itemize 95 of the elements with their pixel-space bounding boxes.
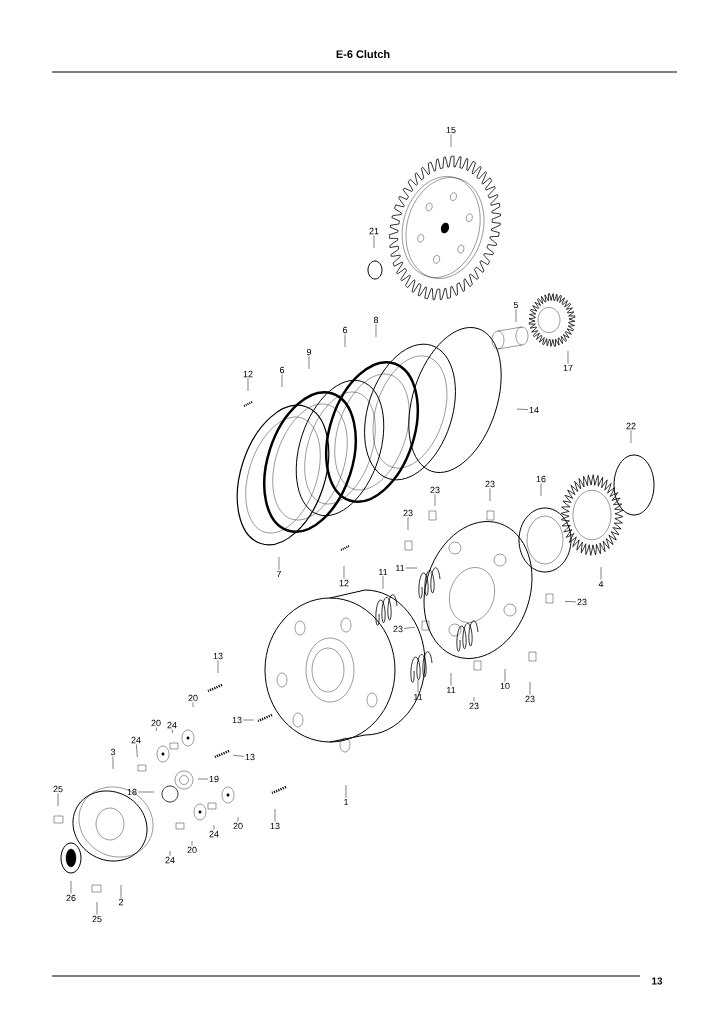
leader-line (450, 134, 452, 148)
leader-line (564, 601, 577, 603)
leader-line (344, 334, 346, 348)
callout-number: 6 (342, 326, 348, 334)
callout-number: 20 (188, 694, 198, 702)
callout-number: 9 (306, 348, 312, 356)
leader-line (172, 729, 173, 734)
leader-line (600, 566, 602, 580)
leader-line (197, 778, 209, 780)
leader-line (308, 356, 310, 370)
leader-line (247, 378, 249, 392)
callout-number: 19 (209, 775, 219, 783)
leader-line (191, 840, 193, 846)
leader-line (136, 744, 138, 758)
callout-number: 18 (127, 788, 137, 796)
callout-number: 24 (209, 830, 219, 838)
page-number: 13 (652, 977, 663, 985)
callout-number: 12 (339, 579, 349, 587)
leader-line (156, 727, 157, 732)
callout-number: 25 (92, 915, 102, 923)
leader-line (450, 672, 452, 686)
callout-number: 7 (276, 570, 282, 578)
callout-number: 23 (577, 598, 587, 606)
leader-line (375, 324, 377, 338)
callout-number: 23 (525, 695, 535, 703)
callout-number: 16 (536, 475, 546, 483)
callout-number: 23 (403, 509, 413, 517)
leader-line (567, 350, 569, 364)
callout-number: 2 (118, 898, 124, 906)
callout-number: 23 (393, 625, 403, 633)
callout-number: 23 (469, 702, 479, 710)
leader-line (403, 627, 416, 629)
leader-line (504, 668, 506, 682)
leader-line (274, 808, 276, 822)
callout-number: 20 (151, 719, 161, 727)
leader-line (169, 850, 171, 856)
leader-line (345, 784, 347, 798)
callout-number: 23 (485, 480, 495, 488)
callout-number: 13 (232, 716, 242, 724)
leader-line (382, 576, 384, 590)
leader-line (232, 755, 245, 757)
leader-line (343, 565, 345, 579)
callout-number: 3 (110, 748, 116, 756)
leader-line (529, 681, 531, 695)
leader-line (70, 880, 72, 894)
callout-number: 20 (233, 822, 243, 830)
leader-line (473, 696, 475, 702)
leader-line (242, 719, 255, 721)
callout-number: 24 (165, 856, 175, 864)
leader-line (57, 793, 59, 807)
callout-number: 14 (529, 406, 539, 414)
leader-line (417, 679, 419, 693)
callout-number: 26 (66, 894, 76, 902)
callout-number: 24 (131, 736, 141, 744)
leader-line (434, 494, 436, 507)
leader-line (407, 517, 409, 531)
callout-number: 17 (563, 364, 573, 372)
callout-number: 24 (167, 721, 177, 729)
callout-number: 6 (279, 366, 285, 374)
callout-number: 1 (344, 798, 349, 806)
leader-line (217, 660, 219, 674)
title: E-6 Clutch (336, 50, 390, 59)
callout-number: 13 (213, 652, 223, 660)
callout-number: 21 (369, 227, 379, 235)
leader-line (278, 556, 280, 570)
leader-line (630, 430, 632, 444)
callout-number: 8 (373, 316, 379, 324)
callout-number: 15 (446, 126, 456, 134)
callout-number: 20 (187, 846, 197, 854)
leader-line (192, 702, 194, 708)
callout-number: 4 (598, 580, 604, 588)
leader-line (516, 408, 529, 410)
callout-number: 10 (500, 682, 510, 690)
callout-number: 23 (430, 486, 440, 494)
callout-number: 5 (513, 301, 519, 309)
callout-number: 13 (270, 822, 280, 830)
leader-line (237, 816, 239, 822)
callout-number: 11 (447, 686, 456, 694)
leader-line (515, 309, 517, 323)
leader-line (213, 824, 215, 830)
leader-line (405, 567, 418, 569)
leader-line (112, 756, 114, 770)
leader-line (281, 374, 283, 388)
leader-line (373, 235, 375, 249)
callout-number: 22 (626, 422, 636, 430)
callout-number: 12 (243, 370, 253, 378)
callout-number: 25 (53, 785, 63, 793)
leader-line (96, 901, 98, 915)
leader-line (540, 483, 542, 497)
leader-line (137, 791, 155, 793)
callout-number: 11 (379, 568, 388, 576)
callout-number: 13 (245, 753, 255, 761)
leader-line (120, 884, 122, 898)
callout-number: 11 (396, 564, 405, 572)
leader-line (489, 488, 491, 502)
